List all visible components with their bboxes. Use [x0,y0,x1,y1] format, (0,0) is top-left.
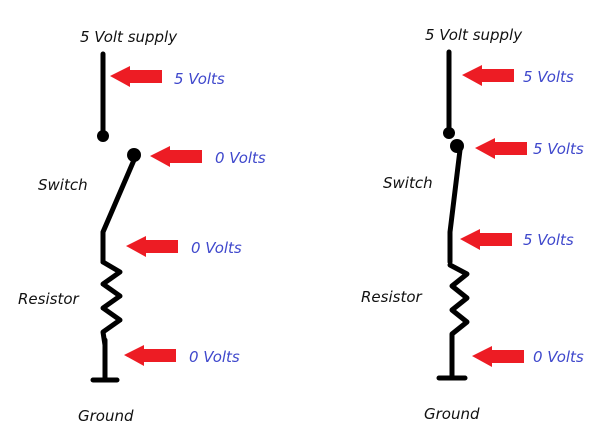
switch-label: Switch [383,174,433,192]
arrow-icon [462,65,514,86]
resistor-label: Resistor [361,288,423,306]
ground-label: Ground [424,405,480,423]
circuit-open: 5 Volt supply Switch Resistor Ground 5 V… [18,28,266,425]
arrow-icon [472,346,524,367]
arrow-icon [460,229,512,250]
switch-arm [100,157,137,265]
voltage-reading: 5 Volts [174,70,225,88]
voltage-reading: 0 Volts [533,348,584,366]
voltage-reading: 5 Volts [523,68,574,86]
switch-terminal-top [97,130,109,142]
resistor-label: Resistor [18,290,80,308]
switch-terminal-top [443,127,455,139]
resistor-zigzag [100,259,123,348]
supply-label: 5 Volt supply [425,26,523,44]
arrow-icon [475,138,527,159]
arrow-icon [126,236,178,257]
voltage-reading: 0 Volts [191,239,242,257]
voltage-reading: 5 Volts [523,231,574,249]
voltage-reading: 0 Volts [189,348,240,366]
switch-arm [447,147,463,265]
arrow-icon [124,345,176,366]
switch-terminal-contact [127,148,141,162]
arrow-icon [150,146,202,167]
voltage-reading: 0 Volts [215,149,266,167]
arrow-icon [110,66,162,87]
resistor-zigzag [447,262,470,348]
switch-label: Switch [38,176,88,194]
circuit-closed: 5 Volt supply Switch Resistor Ground 5 V… [361,26,584,423]
supply-label: 5 Volt supply [80,28,178,46]
ground-label: Ground [78,407,134,425]
voltage-reading: 5 Volts [533,140,584,158]
